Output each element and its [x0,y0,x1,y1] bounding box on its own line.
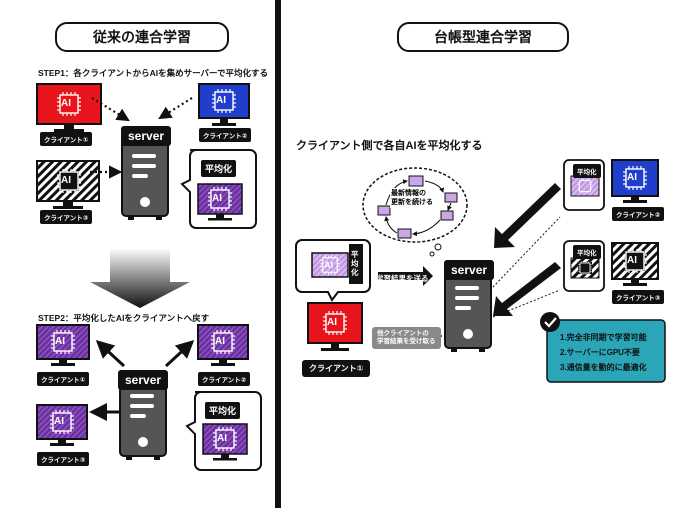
client1-label-bottom: クライアント① [37,372,90,386]
client1-monitor-bottom [36,324,90,366]
avg-label-main: 平均化 [351,250,359,277]
benefits-list: 1.完全非同期で学習可能 2.サーバーにGPU不要 3.通信量を動的に最適化 [560,330,647,375]
client2-monitor-top [198,83,250,126]
ai-label: AI [217,433,227,444]
ai-label: AI [61,98,71,109]
client1-label-right: クライアント① [302,360,371,377]
client2-label-bottom: クライアント② [198,372,251,386]
left-title: 従来の連合学習 [55,22,229,52]
step1-text: STEP1：各クライアントからAIを集めサーバーで平均化する [38,68,268,78]
send-label: 学習結果を送る [376,274,429,283]
avg-label-r3: 平均化 [573,245,601,259]
client2-monitor-bottom [197,324,249,366]
benefit-item: 2.サーバーにGPU不要 [560,348,640,357]
client2-label-top: クライアント② [199,128,252,142]
client3-monitor-bottom [36,404,88,446]
ai-label: AI [54,416,64,427]
client3-label-bottom: クライアント③ [37,452,90,466]
ai-label: AI [55,336,65,347]
ai-label: AI [61,175,71,186]
avg-label-top: 平均化 [201,160,237,177]
client3-label-top: クライアント③ [40,210,93,224]
step2-text: STEP2：平均化したAIをクライアントへ戻す [38,313,210,323]
cycle-text: 最新情報の 更新を続ける [390,188,434,208]
ai-label: AI [324,260,333,270]
ai-label: AI [216,95,226,106]
avg-label-r2: 平均化 [573,164,601,178]
client1-label-top: クライアント① [40,132,93,146]
right-heading: クライアント側で各自AIを平均化する [296,140,483,152]
server-label-bottom: server [118,370,169,390]
ai-label: AI [627,255,637,266]
right-title: 台帳型連合学習 [397,22,569,52]
server-label-right: server [444,260,495,280]
ai-label: AI [627,172,637,183]
avg-label-bottom: 平均化 [205,402,241,419]
ai-label: AI [212,193,222,204]
ai-label: AI [215,336,225,347]
client3-label-right: クライアント③ [612,290,665,304]
benefit-item: 3.通信量を動的に最適化 [560,363,647,372]
ai-label: AI [327,317,337,328]
server-label-top: server [121,126,172,146]
client3-monitor-top [36,160,100,209]
receive-label: 他クライアントの 学習結果を受け取る [372,327,441,349]
client2-label-right: クライアント② [612,207,665,221]
benefit-item: 1.完全非同期で学習可能 [560,333,647,342]
section-divider [275,0,281,508]
